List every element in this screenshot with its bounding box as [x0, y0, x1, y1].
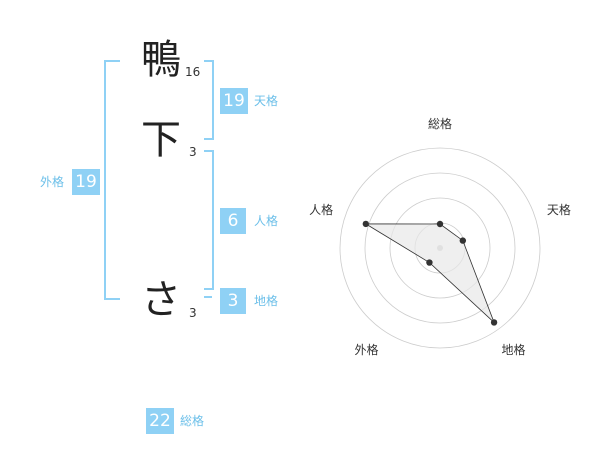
radar-ring [389, 197, 491, 299]
name-char-1: 鴨 [141, 37, 181, 83]
radar-point-5 [362, 220, 370, 228]
gaikaku-label: 外格 [40, 175, 65, 189]
tenkaku-value: 19 [220, 88, 248, 114]
tenkaku-label: 天格 [254, 94, 279, 108]
jinkaku-bracket [204, 150, 214, 290]
radar-point-2 [459, 237, 467, 244]
name-char-2: 下 [141, 117, 181, 163]
tenkaku-bracket [204, 60, 214, 140]
name-char-3: さ [141, 277, 181, 323]
radar-label-2: 天格 [546, 203, 571, 218]
soukaku-value: 22 [146, 408, 174, 434]
stroke-count-1: 16 [185, 65, 201, 79]
stroke-count-3: 3 [189, 306, 197, 320]
chikaku-value: 3 [220, 288, 246, 314]
radar-point-4 [426, 259, 433, 266]
radar-polygon [364, 223, 495, 323]
radar-label-1: 総格 [427, 117, 452, 131]
radar-label-5: 人格 [309, 203, 334, 218]
soukaku-label: 総格 [180, 414, 205, 428]
radar-point-1 [436, 220, 444, 228]
radar-label-3: 地格 [501, 343, 526, 358]
stroke-count-2: 3 [189, 145, 197, 159]
chikaku-bracket [204, 296, 212, 298]
jinkaku-value: 6 [220, 208, 246, 234]
radar-ring [364, 172, 516, 324]
radar-ring [339, 147, 541, 349]
gaikaku-bracket [104, 60, 120, 300]
chikaku-label: 地格 [254, 294, 279, 308]
radar-label-4: 外格 [354, 343, 379, 358]
gaikaku-value: 19 [72, 169, 100, 195]
jinkaku-label: 人格 [254, 214, 279, 228]
radar-point-3 [490, 319, 498, 326]
